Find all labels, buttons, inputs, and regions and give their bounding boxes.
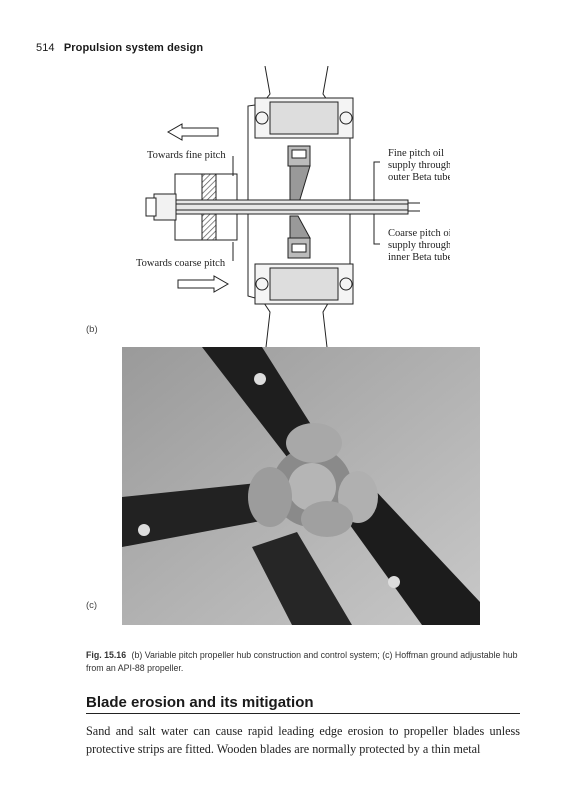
panel-label-c: (c) (86, 600, 98, 611)
label-fine-supply-line1: Fine pitch oil (388, 148, 444, 159)
running-title: Propulsion system design (63, 42, 204, 54)
label-coarse-supply-line3: inner Beta tube (388, 252, 450, 263)
body-paragraph: Sand and salt water can cause rapid lead… (86, 724, 520, 756)
label-towards-coarse-pitch: Towards coarse pitch (136, 258, 226, 269)
caption-text: (b) Variable pitch propeller hub constru… (86, 650, 518, 673)
section-heading: Blade erosion and its mitigation (86, 694, 520, 714)
label-coarse-supply-line1: Coarse pitch oil (388, 228, 450, 239)
label-fine-supply-line2: supply through (388, 160, 450, 171)
page-number: 514 (36, 42, 55, 54)
figure-number: Fig. 15.16 (86, 650, 127, 660)
running-head: 514 Propulsion system design (36, 42, 203, 54)
label-towards-fine-pitch: Towards fine pitch (147, 150, 226, 161)
figure-caption: Fig. 15.16 (b) Variable pitch propeller … (86, 649, 518, 675)
propeller-hub-diagram: Towards fine pitch Towards coarse pitch … (136, 66, 450, 356)
panel-label-b: (b) (86, 324, 98, 335)
propeller-hub-photo (122, 347, 480, 625)
label-coarse-supply-line2: supply through (388, 240, 450, 251)
label-fine-supply-line3: outer Beta tube (388, 172, 450, 183)
